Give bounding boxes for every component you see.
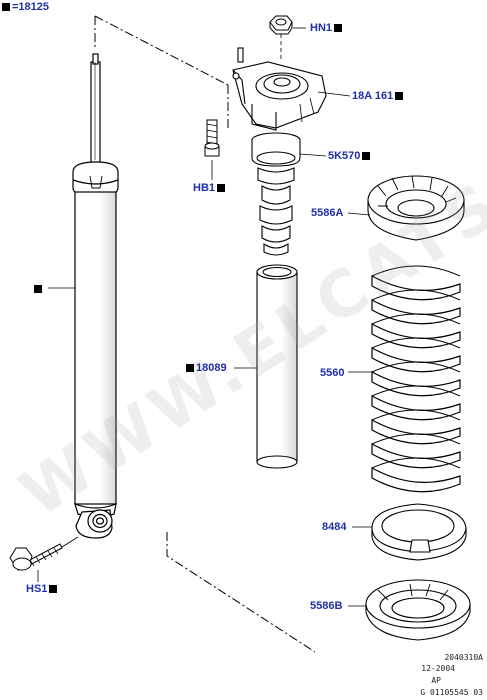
callout-5560-text: 5560 <box>320 367 345 379</box>
spring-coil-back <box>371 385 461 397</box>
callout-5k570-text: 5K570 <box>328 150 361 162</box>
callout-18089[interactable]: 18089 <box>186 362 227 374</box>
footer-date: 12-2004 <box>421 664 455 673</box>
footer-code-2: AP <box>431 676 441 685</box>
callout-hn1-text: HN1 <box>310 22 333 34</box>
marker-square-icon <box>2 3 10 11</box>
marker-square-icon <box>217 184 226 192</box>
marker-square-icon <box>49 585 58 593</box>
shock-absorber <box>72 53 119 539</box>
spring-coil-turn <box>371 466 461 493</box>
callout-5586a-text: 5586A <box>311 207 344 219</box>
leader-lines <box>37 27 374 607</box>
spring-coil-back <box>371 433 461 445</box>
spring-coil-back <box>371 265 461 277</box>
spring-coil-back <box>371 337 461 349</box>
marker-square-icon <box>186 364 194 372</box>
bump-stop-5k570 <box>251 132 301 256</box>
callout-8484-text: 8484 <box>322 521 347 533</box>
marker-square-icon <box>34 285 42 293</box>
bolt-hs1 <box>9 536 79 571</box>
callout-18a161[interactable]: 18A 161 <box>352 90 405 102</box>
callout-hs1-text: HS1 <box>26 583 48 595</box>
bolt-hb1 <box>204 119 220 157</box>
spring-coil-turn <box>371 442 461 469</box>
header-reference-text: =18125 <box>12 1 50 13</box>
callout-5560[interactable]: 5560 <box>320 367 344 379</box>
spring-coil-turn <box>371 418 461 445</box>
spring-coil-turn <box>371 322 461 349</box>
header-reference: =18125 <box>2 1 49 13</box>
callout-18089-text: 18089 <box>196 362 227 374</box>
marker-square-icon <box>362 152 371 160</box>
callout-5586b[interactable]: 5586B <box>310 600 342 612</box>
spring-coil-turn <box>371 346 461 373</box>
callout-5586a[interactable]: 5586A <box>311 207 343 219</box>
callout-shock-absorber[interactable] <box>34 283 42 295</box>
assembly-dash-outline <box>94 15 316 653</box>
footer-code-3: G 01105545 03 <box>420 688 483 697</box>
spring-coil-back <box>371 409 461 421</box>
coil-spring-5560 <box>371 265 461 493</box>
callout-5k570[interactable]: 5K570 <box>328 150 372 162</box>
nut-hn1 <box>269 15 293 35</box>
top-mount-18a161 <box>232 47 327 131</box>
spring-coil-turn <box>371 370 461 397</box>
footer-code-1: 2040310A <box>444 653 483 662</box>
dust-tube-18089 <box>256 264 298 469</box>
callout-hb1-text: HB1 <box>193 182 216 194</box>
spring-coil-back <box>371 361 461 373</box>
callout-hs1[interactable]: HS1 <box>26 583 59 595</box>
callout-5586b-text: 5586B <box>310 600 343 612</box>
spring-coil-back <box>371 313 461 325</box>
insulator-ring-8484 <box>371 503 467 561</box>
spring-seat-5586a <box>367 175 465 241</box>
callout-hn1[interactable]: HN1 <box>310 22 344 34</box>
callout-8484[interactable]: 8484 <box>322 521 346 533</box>
marker-square-icon <box>395 92 404 100</box>
spring-coil-turn <box>371 394 461 421</box>
spring-coil-back <box>371 289 461 301</box>
marker-square-icon <box>334 24 343 32</box>
callout-18a161-text: 18A 161 <box>352 90 394 102</box>
callout-hb1[interactable]: HB1 <box>193 182 227 194</box>
spring-coil-back <box>371 457 461 469</box>
spring-coil-turn <box>371 274 461 301</box>
spring-seat-5586b <box>365 579 471 641</box>
spring-coil-turn <box>371 298 461 325</box>
